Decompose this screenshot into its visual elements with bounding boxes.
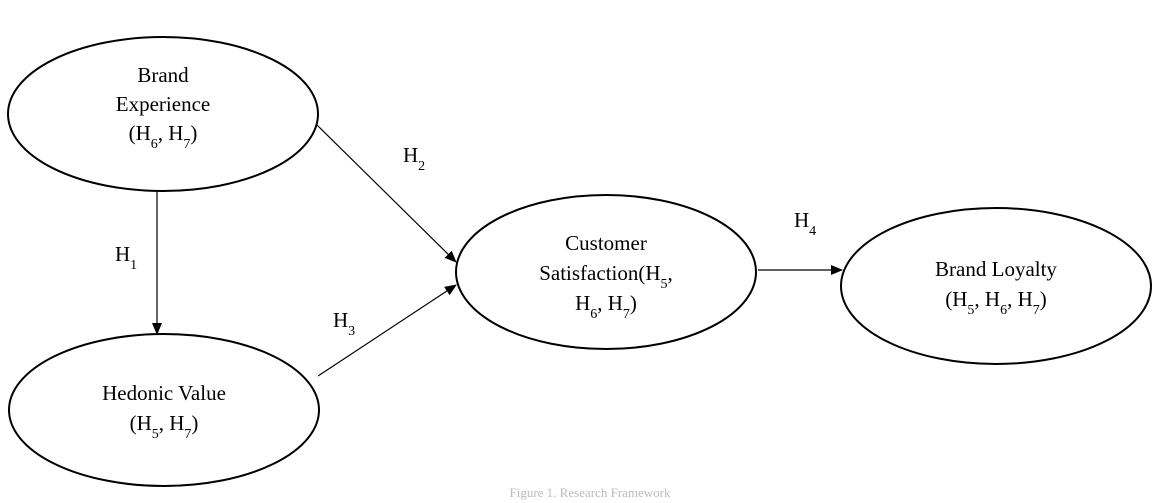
figure-caption: Figure 1. Research Framework [509, 485, 671, 500]
edges [152, 124, 843, 377]
node-brand-experience-shape [7, 36, 319, 192]
node-brand-loyalty-label: Brand Loyalty(H5, H6, H7) [935, 257, 1057, 318]
edge-label-h3: H3 [333, 308, 355, 339]
edge-label-h4: H4 [794, 208, 816, 239]
edge-h3-arrow [317, 284, 457, 377]
edge-label-h1: H1 [115, 242, 137, 273]
edge-label-h2: H2 [403, 143, 425, 174]
node-customer-satisfaction-shape [455, 194, 757, 350]
edge-h2-arrow [316, 124, 457, 263]
node-hedonic-value-label: Hedonic Value(H5, H7) [102, 381, 226, 442]
node-hedonic-value: Hedonic Value(H5, H7) [8, 333, 320, 487]
node-brand-loyalty-shape [840, 207, 1152, 365]
node-hedonic-value-shape [8, 333, 320, 487]
node-brand-loyalty: Brand Loyalty(H5, H6, H7) [840, 207, 1152, 365]
